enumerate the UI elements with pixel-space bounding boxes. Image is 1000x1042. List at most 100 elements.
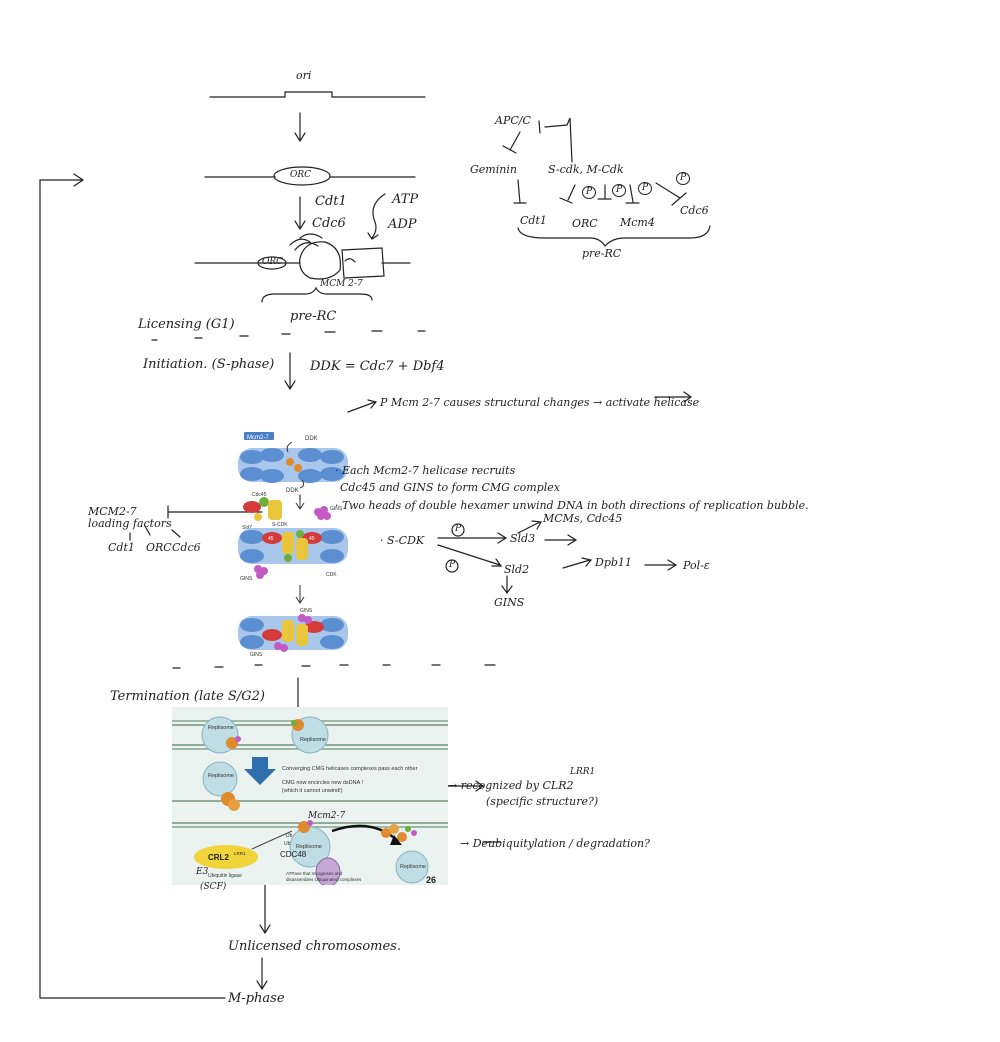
p-badge-3: P (638, 182, 653, 195)
n45-tag-2: 45 (309, 536, 315, 542)
termination-label: Termination (late S/G2) (110, 689, 265, 704)
scf-annotation: (SCF) (200, 882, 227, 892)
gins-tag-2: GINS (240, 576, 253, 582)
m-phase-label: M-phase (228, 991, 285, 1006)
p-badge-2: P (612, 184, 627, 197)
gins-cluster-1 (314, 506, 331, 520)
specific-annotation: (specific structure?) (486, 795, 599, 808)
arrow-unlicensed (259, 884, 271, 935)
cdc48-text: CDC48 (280, 850, 307, 859)
note-mcms: MCMs, Cdc45 (543, 512, 623, 525)
note-p-2: P (449, 560, 456, 570)
note-s-cdk: · S-CDK (380, 534, 425, 547)
note-gins: GINS (494, 596, 525, 609)
replisome-4: Replisome (296, 844, 322, 850)
atpase-text-2: disassembles Ubiquinated complexes (286, 877, 362, 882)
arrow-m-phase (256, 957, 268, 991)
replisome-3: Replisome (208, 773, 234, 779)
note-each-2: Cdc45 and GINS to form CMG complex (340, 481, 560, 494)
p-badge-4: P (676, 172, 691, 185)
lrr1-annotation: LRR1 (570, 767, 596, 777)
mcm-double-hexamer-1 (238, 448, 348, 483)
mcm-annotation: Mcm2-7 (308, 811, 346, 821)
reg-mcm4-label: Mcm4 (620, 216, 655, 229)
e3-text: Ubiquitin ligase (208, 873, 242, 879)
loading-orc: ORC (146, 541, 172, 554)
arrow-initiation (284, 352, 296, 391)
ub-tag-2: Ub (284, 841, 291, 847)
apc-label: APC/C (495, 114, 531, 127)
pre-rc-label: pre-RC (290, 309, 337, 324)
note-p-1: P (455, 524, 462, 534)
mcm-tag-text: Mcm2-7 (247, 435, 269, 441)
ori-label: ori (296, 69, 312, 82)
separator-1 (151, 330, 426, 341)
sld7-tag: Sld7 (242, 525, 252, 531)
note-each-1: · Each Mcm2-7 helicase recruits (335, 464, 516, 477)
mcm27-label: MCM 2-7 (320, 279, 363, 289)
cdt1-label: Cdt1 (315, 194, 347, 209)
reg-orc-label: ORC (572, 217, 598, 230)
gins-tag-1: GINS (330, 506, 343, 512)
mcm-activation-figure: Mcm2-7 DDK DDK Cdc45 Sld7 S-CDK GINS (238, 432, 348, 658)
atp-label: ATP (392, 192, 419, 207)
page-number: 26 (426, 875, 436, 885)
cdk-tag: CDK (326, 572, 337, 578)
recognised-annotation: → recognized by CLR2 (448, 779, 574, 792)
note-pol: Pol-ε (683, 559, 710, 572)
orc-label: ORC (290, 170, 312, 180)
crl2-text: CRL2 (208, 853, 229, 862)
replisome-5: Replisome (400, 864, 426, 870)
pre-rc-brace (261, 286, 373, 303)
mcm-double-hexamer-3 (238, 614, 348, 652)
gins-tag-3: GINS (300, 608, 313, 614)
note-sld3: Sld3 (510, 532, 536, 545)
atpase-text-1: ATPase that recognises and (286, 871, 343, 876)
reg-pre-rc-label: pre-RC (582, 247, 622, 260)
note-two-heads: · Two heads of double hexamer unwind DNA… (335, 499, 809, 512)
n45-tag-1: 45 (268, 536, 274, 542)
replisome-2: Replisome (300, 737, 326, 743)
ddk-tag-bottom: DDK (286, 488, 299, 494)
gins-tag-4: GINS (250, 652, 263, 658)
initiation-label: Initiation. (S-phase) (143, 357, 275, 372)
replisome-1: Replisome (208, 725, 234, 731)
arrow-orc-mcm (294, 196, 306, 231)
s-cdk-tag: S-CDK (272, 522, 288, 528)
pre-rc-reg-brace (517, 225, 711, 248)
ori-dna-line (209, 91, 426, 98)
cdc45-sld-complex (243, 497, 282, 521)
ddk-tag-top: DDK (305, 436, 318, 442)
separator-2 (172, 664, 496, 669)
reg-cdc6-label: Cdc6 (680, 204, 709, 217)
orc-small-label: ORC (262, 257, 284, 267)
mcm-double-hexamer-2 (238, 528, 348, 564)
apc-loop (538, 117, 573, 163)
loading-cdt1: Cdt1 (108, 541, 135, 554)
cell-cycle-loop (39, 173, 226, 999)
cdc6-label: Cdc6 (312, 216, 346, 231)
note-sld2: Sld2 (504, 563, 530, 576)
deubiq-annotation: → Deubiquitylation / degradation? (460, 837, 650, 850)
adp-label: ADP (388, 217, 417, 232)
termination-figure: Replisome Replisome Converging CMG helic… (172, 707, 448, 885)
loading-cdc6: Cdc6 (172, 541, 201, 554)
p-badge-1: P (582, 186, 597, 199)
licensing-label: Licensing (G1) (138, 317, 235, 332)
scdk-label: S-cdk, M-Cdk (548, 163, 624, 176)
cdc45-tag: Cdc45 (252, 492, 267, 498)
reg-cdt1-label: Cdt1 (520, 214, 547, 227)
inhibit-loading-factors (167, 505, 263, 519)
cmg-now-text: CMG now encircles new dsDNA ! (282, 780, 363, 786)
ub-tag-1: Ub (286, 833, 293, 839)
converging-text: Converging CMG helicases complexes pass … (282, 766, 418, 772)
which-text: (which it cannot unwind!) (282, 788, 343, 794)
arrow-ori-orc (294, 112, 306, 143)
gins-cluster-2 (254, 565, 268, 579)
note-mcm-changes: P Mcm 2-7 causes structural changes → ac… (380, 396, 700, 409)
lrr1-text: LRR1 (234, 851, 246, 856)
e3-annotation: E3 (196, 867, 209, 877)
geminin-label: Geminin (470, 163, 517, 176)
loading-factors-title: MCM2-7 loading factors (88, 505, 172, 530)
